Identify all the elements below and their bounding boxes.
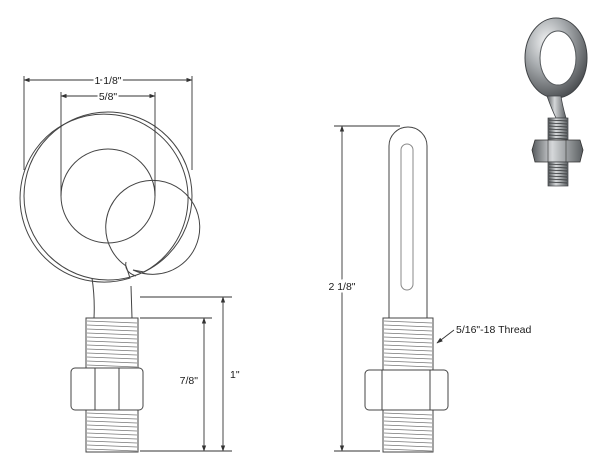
thumbnail-thread-crest <box>548 163 568 166</box>
side-view <box>364 126 449 453</box>
side-thread-crest <box>383 444 433 448</box>
side-thread-crest <box>383 360 433 364</box>
side-thread-crest <box>383 340 433 344</box>
side-thread-crest <box>383 432 433 436</box>
side-thread-crest <box>383 440 433 444</box>
front-thread-crest <box>86 336 138 340</box>
eye-outer-circle <box>23 111 193 281</box>
thumbnail-thread-crest <box>548 166 568 169</box>
side-thread-crest <box>383 416 433 420</box>
front-nut <box>70 367 144 411</box>
side-thread-crest <box>383 428 433 432</box>
thumbnail-thread-crest <box>548 175 568 178</box>
front-thread-crest <box>86 432 138 436</box>
side-thread-lines <box>383 320 433 452</box>
thumbnail-thread-crest <box>548 131 568 134</box>
front-thread-crest <box>86 324 138 328</box>
front-dimensions <box>23 76 232 452</box>
eye-inner-width-label: 5/8" <box>99 91 118 103</box>
front-thread-crest <box>86 320 138 324</box>
thumbnail-thread-crest <box>548 169 568 172</box>
side-eye-highlight <box>400 143 414 291</box>
front-thread-crest <box>86 440 138 444</box>
thumbnail-thread-crest <box>548 137 568 140</box>
eye-shank <box>91 277 133 319</box>
side-thread-crest <box>383 324 433 328</box>
shank-length-label: 1" <box>230 369 240 381</box>
side-thread-crest <box>383 332 433 336</box>
thumbnail-thread-crest <box>548 178 568 181</box>
front-thread-crest <box>86 332 138 336</box>
side-thread-crest <box>383 424 433 428</box>
front-thread-crest <box>86 348 138 352</box>
overall-length-label: 2 1/8" <box>328 281 355 293</box>
side-thread-lower <box>382 409 434 453</box>
overall-width-label: 1 1/8" <box>94 75 121 87</box>
side-thread-crest <box>383 356 433 360</box>
front-thread-crest <box>86 344 138 348</box>
front-thread-crest <box>86 444 138 448</box>
front-view <box>19 111 201 453</box>
thumbnail-thread-crest <box>548 181 568 184</box>
front-thread-crest <box>86 424 138 428</box>
front-thread-crest <box>86 360 138 364</box>
eye-ring-outline <box>19 113 201 283</box>
side-thread-crest <box>383 412 433 416</box>
front-thread-crest <box>86 416 138 420</box>
front-thread-crest <box>86 356 138 360</box>
front-thread-crest <box>86 412 138 416</box>
side-thread-crest <box>383 352 433 356</box>
thumbnail-thread-crest <box>548 128 568 131</box>
side-thread-crest <box>383 344 433 348</box>
front-thread-crest <box>86 420 138 424</box>
thread-length-label: 7/8" <box>180 375 199 387</box>
front-thread-lower <box>85 409 139 453</box>
front-thread-crest <box>86 352 138 356</box>
front-thread-crest <box>86 448 138 452</box>
side-dimensions <box>334 125 455 452</box>
side-thread-crest <box>383 348 433 352</box>
side-thread-crest <box>383 336 433 340</box>
front-thread-crest <box>86 436 138 440</box>
front-thread-lines <box>86 320 138 452</box>
thumbnail-thread-crest <box>548 125 568 128</box>
thread-callout-label: 5/16"-18 Thread <box>456 324 531 336</box>
side-thread-crest <box>383 328 433 332</box>
side-nut <box>364 369 449 411</box>
side-thread-crest <box>383 420 433 424</box>
thumbnail-thread-crest <box>548 134 568 137</box>
side-eye-profile <box>388 126 428 318</box>
side-thread-crest <box>383 436 433 440</box>
side-thread-crest <box>383 364 433 368</box>
thumbnail-thread-crest <box>548 172 568 175</box>
render-thumbnail <box>524 17 588 187</box>
front-thread-crest <box>86 428 138 432</box>
eye-inner-circle <box>60 148 156 244</box>
side-thread-crest <box>383 320 433 324</box>
side-thread-crest <box>383 448 433 452</box>
eye-gap <box>125 261 137 277</box>
thumbnail-thread-crest <box>548 119 568 122</box>
front-thread-crest <box>86 340 138 344</box>
thumbnail-thread-lines <box>548 119 568 184</box>
front-thread-crest <box>86 364 138 368</box>
front-thread-crest <box>86 328 138 332</box>
thumbnail-thread-crest <box>548 122 568 125</box>
